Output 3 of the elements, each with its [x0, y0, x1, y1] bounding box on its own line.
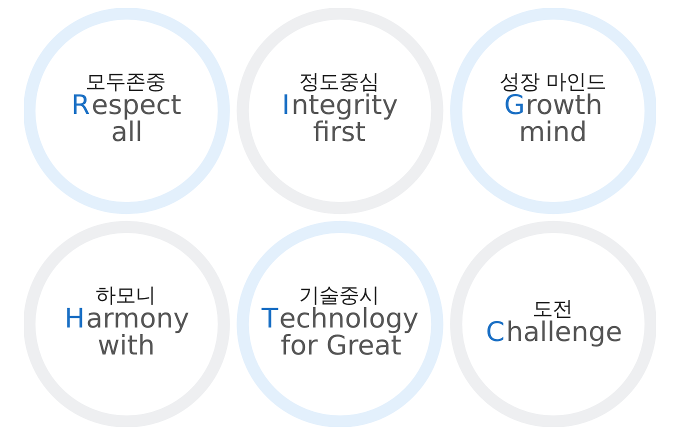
node-circle: 기술중시 Technology for Great: [236, 220, 444, 427]
node-circle: 성장 마인드 Growth mind: [450, 8, 656, 214]
node-circle: 모두존중 Respect all: [24, 8, 230, 214]
